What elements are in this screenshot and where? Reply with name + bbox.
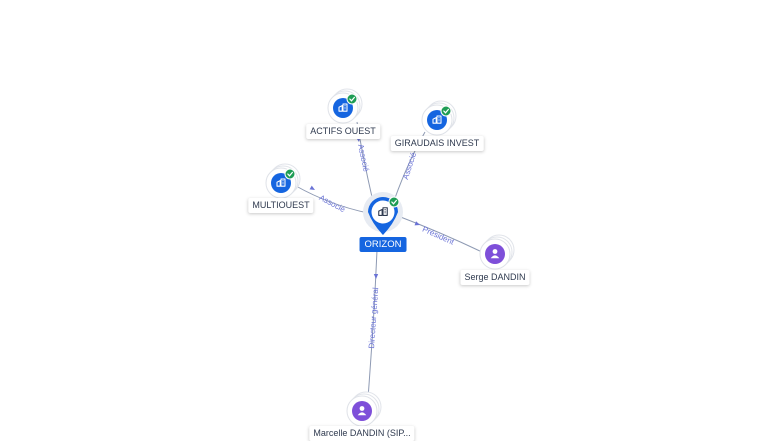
building-icon — [378, 207, 388, 216]
edge-label: Associé — [401, 151, 418, 181]
edge-line — [397, 215, 483, 253]
verified-check-icon — [284, 168, 296, 180]
node-giraudais[interactable] — [421, 100, 457, 136]
edge-label: Associé — [318, 193, 347, 214]
node-label-marcelle[interactable]: Marcelle DANDIN (SIP... — [309, 426, 415, 441]
edge-marcelle: Directeur général — [367, 249, 380, 399]
verified-check-icon — [346, 93, 358, 105]
node-actifs[interactable] — [327, 88, 363, 124]
node-label-giraudais[interactable]: GIRAUDAIS INVEST — [390, 136, 484, 151]
edge-line — [367, 249, 378, 399]
node-marcelle[interactable] — [346, 391, 382, 427]
node-label-actifs[interactable]: ACTIFS OUEST — [306, 124, 380, 139]
person-icon — [357, 406, 367, 416]
nodes-layer — [265, 88, 515, 427]
node-label-serge[interactable]: Serge DANDIN — [460, 270, 530, 285]
node-orizon[interactable] — [363, 192, 403, 235]
node-label-orizon[interactable]: ORIZON — [359, 237, 407, 252]
edge-line — [295, 185, 369, 214]
edge-label: Associé — [356, 143, 371, 173]
node-circle — [352, 401, 372, 421]
arrow-icon — [373, 274, 379, 279]
building-icon — [276, 178, 286, 187]
person-icon — [490, 249, 500, 259]
edge-label: Président — [421, 225, 456, 247]
node-multiouest[interactable] — [265, 163, 301, 199]
node-circle — [485, 244, 505, 264]
verified-check-icon — [388, 196, 400, 208]
edge-serge: Président — [397, 215, 483, 253]
edge-label: Directeur général — [367, 287, 380, 349]
building-icon — [432, 115, 442, 124]
verified-check-icon — [440, 105, 452, 117]
building-icon — [338, 103, 348, 112]
node-label-multiouest[interactable]: MULTIOUEST — [248, 198, 314, 213]
arrow-icon — [414, 221, 420, 226]
node-serge[interactable] — [479, 234, 515, 270]
arrow-icon — [309, 185, 315, 190]
